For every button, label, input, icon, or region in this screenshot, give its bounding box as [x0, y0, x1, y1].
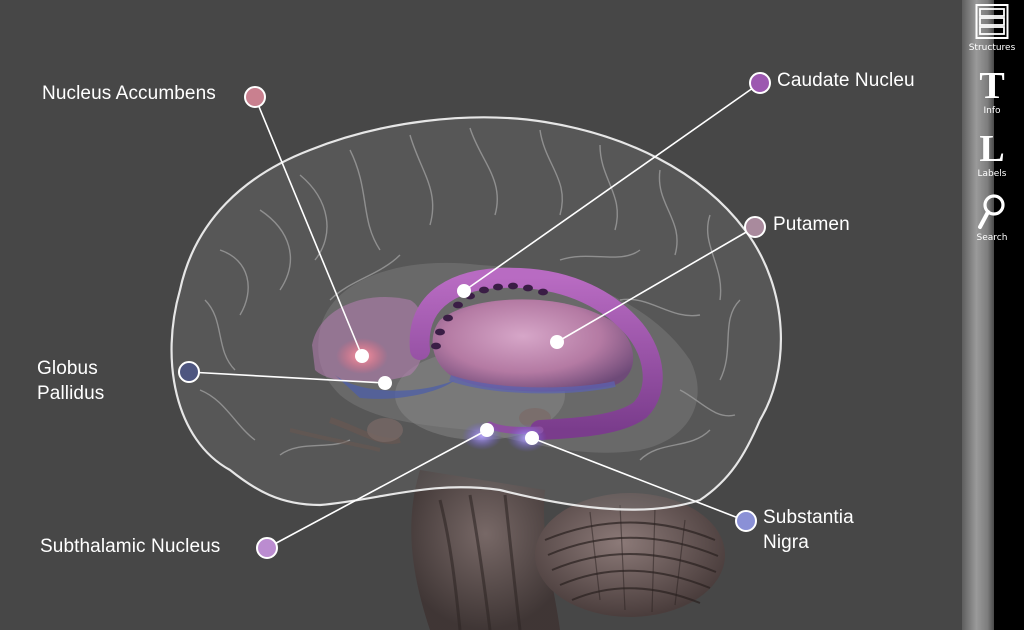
substantia-nigra-label-line1: Substantia: [763, 507, 854, 528]
caudate-nucleus-leader-line: [463, 82, 761, 292]
brainstem-shape: [411, 470, 560, 630]
info-button[interactable]: T Info: [962, 66, 1022, 117]
putamen-shape: [432, 299, 634, 394]
globus-pallidus-target-dot[interactable]: [378, 376, 392, 390]
brain-3d-viewport[interactable]: Nucleus Accumbens Caudate Nucleu Putamen…: [0, 0, 962, 630]
putamen-leader-line: [556, 226, 756, 343]
subthalamic-nucleus-target-dot[interactable]: [480, 423, 494, 437]
toolbar-sidebar-strip: [962, 0, 994, 630]
putamen-label[interactable]: Putamen: [773, 214, 850, 235]
putamen-marker[interactable]: [744, 216, 766, 238]
search-caption: Search: [976, 233, 1008, 243]
caudate-nucleus-marker[interactable]: [749, 72, 771, 94]
globus-pallidus-label-line2: Pallidus: [37, 383, 105, 404]
info-caption: Info: [983, 106, 1001, 116]
nucleus-accumbens-marker[interactable]: [244, 86, 266, 108]
putamen-target-dot[interactable]: [550, 335, 564, 349]
globus-pallidus-label[interactable]: Globus Pallidus: [37, 356, 104, 406]
substantia-nigra-target-dot[interactable]: [525, 431, 539, 445]
globus-pallidus-marker[interactable]: [178, 361, 200, 383]
caudate-nucleus-target-dot[interactable]: [457, 284, 471, 298]
search-icon: [978, 194, 1005, 229]
nucleus-accumbens-label[interactable]: Nucleus Accumbens: [42, 83, 216, 104]
structures-button[interactable]: Structures: [962, 3, 1022, 54]
brain-model-render[interactable]: [0, 0, 962, 630]
structures-icon: [975, 4, 1009, 39]
labels-caption: Labels: [977, 169, 1007, 179]
substantia-nigra-leader-line: [531, 437, 747, 522]
toolbar-sidebar: Structures T Info L Labels Search: [962, 0, 1024, 630]
substantia-nigra-label[interactable]: Substantia Nigra: [763, 505, 854, 555]
info-icon: T: [979, 65, 1005, 107]
cerebellum-shape: [535, 493, 725, 617]
globus-pallidus-label-line1: Globus: [37, 358, 98, 379]
caudate-nucleus-label[interactable]: Caudate Nucleu: [777, 68, 923, 93]
structures-caption: Structures: [968, 43, 1016, 53]
nucleus-accumbens-leader-line: [254, 96, 363, 357]
substantia-nigra-label-line2: Nigra: [763, 532, 809, 553]
substantia-nigra-marker[interactable]: [735, 510, 757, 532]
labels-button[interactable]: L Labels: [962, 129, 1022, 180]
globus-pallidus-shape: [335, 375, 455, 399]
labels-icon: L: [979, 128, 1005, 170]
subthalamic-nucleus-leader-line: [266, 429, 488, 549]
search-button[interactable]: Search: [962, 193, 1022, 244]
subthalamic-nucleus-label[interactable]: Subthalamic Nucleus: [40, 536, 221, 557]
caudate-nucleus-label-text: Caudate Nucleu: [777, 70, 915, 91]
nucleus-accumbens-target-dot[interactable]: [355, 349, 369, 363]
globus-pallidus-leader-line: [188, 371, 386, 384]
subthalamic-nucleus-marker[interactable]: [256, 537, 278, 559]
